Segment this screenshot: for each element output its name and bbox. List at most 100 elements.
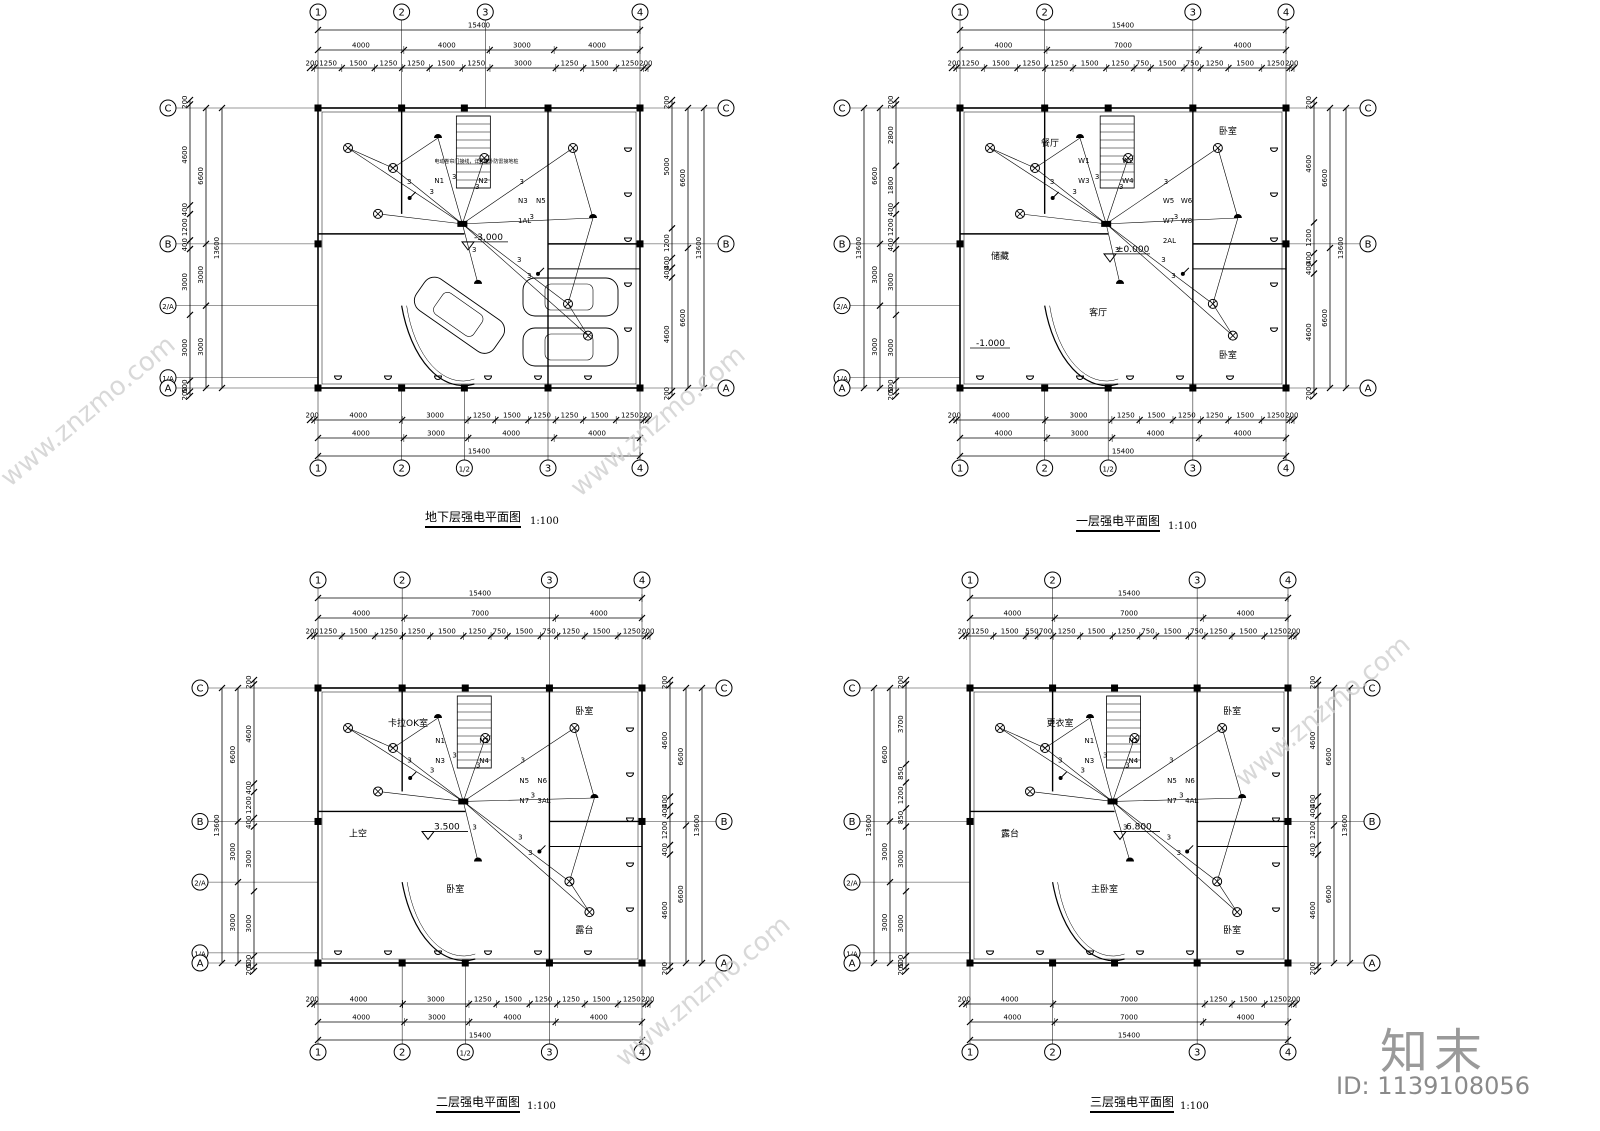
circuit-label: N6 [537,777,547,785]
dim-tick [186,311,194,319]
axis-bubble [309,3,327,21]
room-name: 上空 [349,827,367,839]
axis-label: A [1365,384,1372,395]
axis-label: 4 [1283,464,1289,475]
axis-bubble [1359,99,1377,117]
dim-tick [668,224,676,232]
car-outline [413,276,506,354]
dim-text: 200 [957,628,970,636]
wire-count: 3 [452,752,456,760]
socket-icon [534,375,542,380]
axis-bubble [631,459,649,477]
axis-bubble [1279,1043,1297,1061]
dim-text: 4000 [352,42,370,50]
wire [1044,717,1091,749]
wire [1106,147,1219,225]
dim-tick [902,804,910,812]
dim-text: 1500 [504,996,522,1004]
dim-text: 850 [897,811,905,824]
dim-text: 1250 [380,628,398,636]
dim-text: 200 [663,387,671,400]
car-angled [413,276,506,354]
axis-label: 1 [967,576,973,587]
dim-text: 15400 [469,590,491,598]
dim-text: 1500 [1239,996,1257,1004]
column [1104,104,1112,112]
column [636,384,644,392]
dim-tick [186,201,194,209]
dim-text: 3000 [1070,412,1088,420]
column [314,684,322,692]
plan-scale-second: 1:100 [527,1101,556,1112]
socket-icon [1272,907,1280,912]
plan-scale-third: 1:100 [1180,1101,1209,1112]
axis-label: 1 [315,8,321,19]
plan-title-second: 二层强电平面图 [436,1093,521,1113]
room-name: 露台 [1001,827,1019,839]
wire [1216,797,1243,882]
dim-tick [250,680,258,688]
socket-icon [1272,817,1280,822]
dim-text: 200 [181,387,189,400]
dim-tick [902,952,910,960]
dim-text: 200 [887,96,895,109]
dim-text: 3000 [881,914,889,932]
dim-text: 4000 [502,430,520,438]
wire-count: 3 [1115,246,1119,254]
dim-text: 6600 [679,169,687,187]
axis-label: 1 [315,1048,321,1059]
axis-label: 2/A [836,303,848,311]
dim-text: 400 [663,266,671,279]
axis-label: 1 [315,464,321,475]
wire [437,137,463,224]
axis-bubble [951,3,969,21]
dim-text: 3000 [871,338,879,356]
room-name: 卧室 [1219,125,1237,137]
dim-text: 200 [306,996,319,1004]
axis-label: 2 [399,576,405,587]
axis-label: C [849,684,856,695]
dim-text: 3000 [514,60,532,68]
dim-tick [1314,841,1322,849]
socket-icon [384,950,392,955]
dim-tick [1314,967,1322,975]
circuit-label: W6 [1181,197,1193,205]
dim-text: 1250 [1178,412,1196,420]
wire-count: 3 [476,762,480,770]
switch-arm [1182,267,1190,275]
dim-tick [250,788,258,796]
room-name: 卡拉OK室 [388,717,428,729]
wire [462,147,574,225]
dim-text: 1250 [561,412,579,420]
dim-text: 1500 [593,996,611,1004]
circuit-label: N5 [536,197,546,205]
wire [392,747,464,802]
axis-label: 2 [398,464,404,475]
dim-tick [306,1000,314,1008]
dim-text: 200 [641,996,654,1004]
dim-text: 13600 [695,237,703,259]
dim-text: 15400 [1112,22,1134,30]
wire [463,801,570,882]
wire [1212,303,1234,336]
dim-text: 3000 [181,273,189,291]
dim-tick [668,392,676,400]
wall-lamp-icon [434,134,442,138]
dim-text: 4600 [181,146,189,164]
dim-text: 1500 [503,412,521,420]
dim-tick [902,760,910,768]
socket-icon [1272,772,1280,777]
circuit-label: N2 [1129,737,1139,745]
column [966,817,974,825]
dim-text: 500 [245,955,253,968]
socket-icon [626,727,634,732]
dim-text: 1500 [350,628,368,636]
wire-count: 3 [1123,823,1127,831]
axis-label: 3 [546,576,552,587]
dim-text: 15400 [1118,590,1140,598]
dim-text: 1250 [561,60,579,68]
plan-title-basement: 地下层强电平面图 [425,508,522,528]
column [956,240,964,248]
axis-bubble [951,459,969,477]
circuit-label: N1 [435,737,445,745]
